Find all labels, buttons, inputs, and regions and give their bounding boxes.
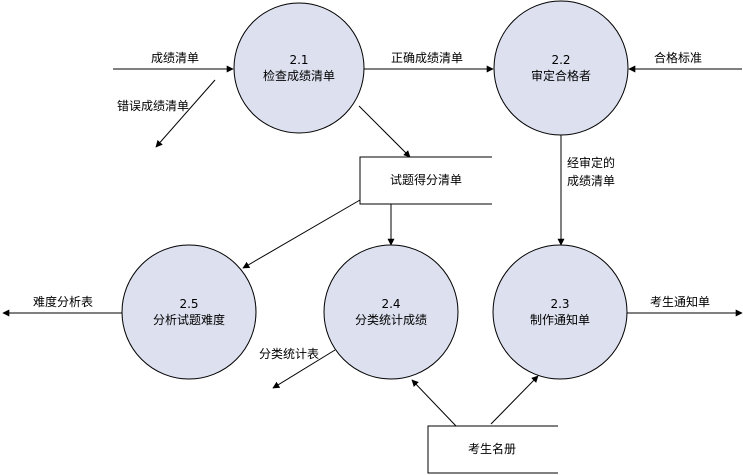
store-question-scores: 试题得分清单: [359, 156, 492, 205]
flow-label-error-list: 错误成绩清单: [117, 99, 189, 113]
flow-line-to-question-scores: [358, 105, 411, 158]
process-2-1: 2.1 检查成绩清单: [233, 2, 365, 134]
process-number: 2.3: [550, 297, 569, 311]
process-label: 分类统计成绩: [355, 313, 427, 327]
process-2-2: 2.2 审定合格者: [493, 0, 629, 136]
flow-line-category-stats-out: [272, 349, 336, 389]
flow-line-store-to-2-5: [242, 199, 361, 269]
flow-label-approved-line2: 成绩清单: [567, 174, 615, 188]
process-2-5: 2.5 分析试题难度: [121, 244, 257, 380]
flow-line-error-list-out: [155, 79, 216, 148]
process-2-4: 2.4 分类统计成绩: [323, 244, 459, 380]
process-label: 制作通知单: [530, 313, 590, 327]
store-label: 考生名册: [468, 441, 516, 456]
process-number: 2.2: [551, 53, 570, 67]
process-number: 2.4: [381, 297, 400, 311]
store-candidate-roster: 考生名册: [427, 425, 558, 474]
flow-label-difficulty-report: 难度分析表: [33, 294, 93, 309]
flow-label-category-stats: 分类统计表: [259, 347, 319, 361]
flow-line-roster-to-2-4: [411, 379, 457, 427]
process-2-3: 2.3 制作通知单: [492, 244, 628, 380]
process-label: 分析试题难度: [153, 312, 225, 327]
process-number: 2.1: [289, 53, 308, 67]
flow-label-score-list: 成绩清单: [151, 51, 199, 65]
flow-label-notice: 考生通知单: [650, 295, 710, 309]
flow-line-roster-to-2-3: [490, 375, 539, 425]
flow-label-approved-line1: 经审定的: [567, 155, 615, 170]
store-label: 试题得分清单: [390, 172, 462, 187]
process-label: 检查成绩清单: [263, 68, 335, 83]
process-label: 审定合格者: [531, 68, 591, 83]
flow-label-pass-standard: 合格标准: [654, 50, 702, 65]
flow-label-correct-list: 正确成绩清单: [391, 51, 463, 65]
process-number: 2.5: [179, 297, 198, 311]
